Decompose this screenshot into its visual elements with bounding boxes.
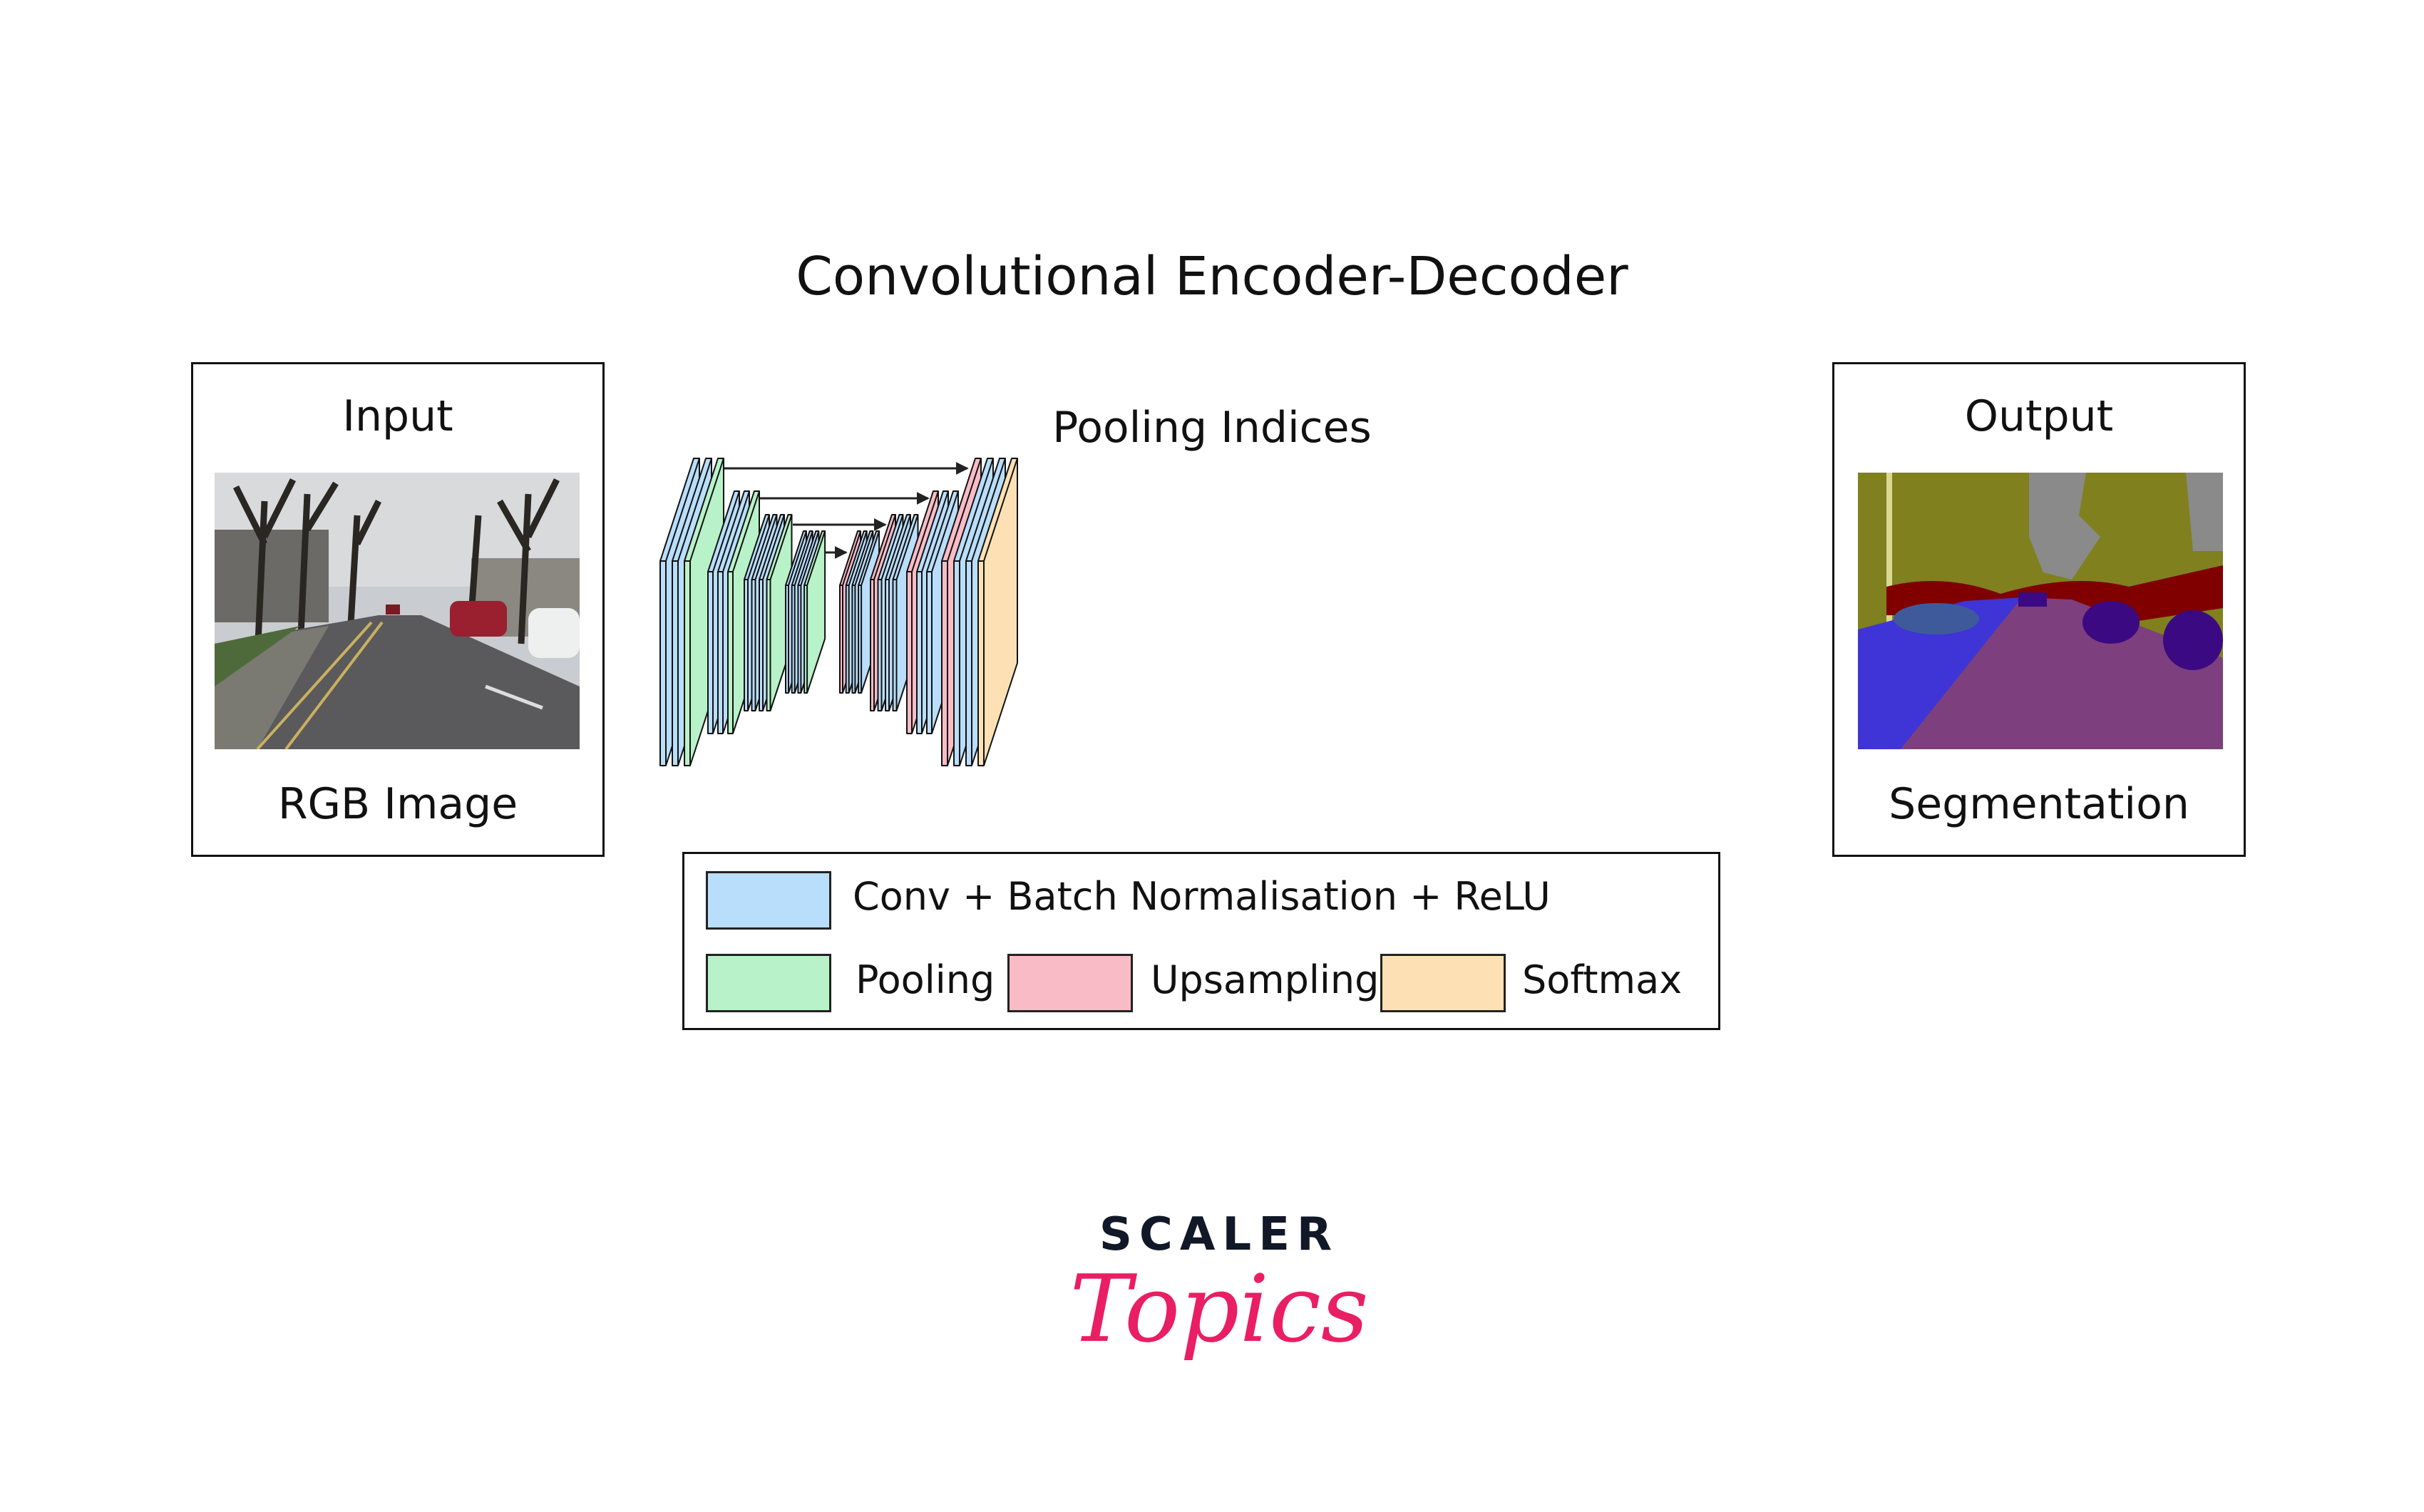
skip-label: Pooling Indices (1052, 403, 1372, 453)
logo-scaler: SCALER (1099, 1208, 1340, 1261)
rgb-street-image (215, 473, 580, 749)
input-heading: Input (342, 391, 453, 441)
encoder-decoder-network (659, 458, 1018, 766)
output-heading: Output (1964, 391, 2114, 441)
output-caption: Segmentation (1889, 779, 2189, 829)
segmentation-map-image (1858, 473, 2223, 749)
legend-label-upsampling: Upsampling (1151, 957, 1380, 1002)
input-caption: RGB Image (277, 779, 518, 829)
legend-swatch-upsampling (1007, 954, 1133, 1012)
decoder-layer-softmax (977, 458, 1018, 766)
input-panel: Input RGB Image (191, 362, 605, 857)
output-panel: Output Segmentation (1832, 362, 2246, 857)
legend-swatch-softmax (1380, 954, 1506, 1012)
legend-label-softmax: Softmax (1522, 957, 1683, 1002)
logo-topics: Topics (1069, 1255, 1369, 1363)
diagram-title: Convolutional Encoder-Decoder (796, 246, 1628, 307)
legend-swatch-pooling (706, 954, 831, 1012)
legend: Conv + Batch Normalisation + ReLU Poolin… (682, 852, 1720, 1030)
legend-swatch-conv (706, 871, 831, 930)
legend-label-conv: Conv + Batch Normalisation + ReLU (853, 874, 1551, 919)
encoder-layer-pool (803, 530, 826, 694)
legend-label-pooling: Pooling (856, 957, 995, 1002)
